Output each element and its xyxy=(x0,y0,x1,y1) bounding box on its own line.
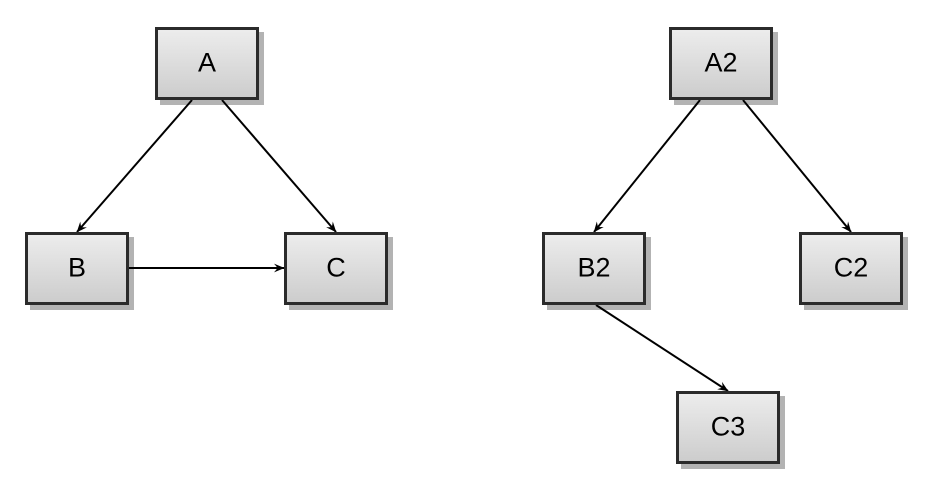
node-box-c3[interactable] xyxy=(676,391,780,464)
node-box-c[interactable] xyxy=(284,232,388,305)
edge-a-to-b[interactable] xyxy=(76,99,193,233)
edge-a2-to-c2[interactable] xyxy=(742,99,852,233)
edge-layer xyxy=(76,99,852,392)
node-layer xyxy=(25,27,903,464)
node-box-c2[interactable] xyxy=(799,232,903,305)
edge-a2-to-b2[interactable] xyxy=(593,99,701,233)
node-box-a[interactable] xyxy=(155,27,259,100)
edge-b2-to-c3[interactable] xyxy=(595,304,729,392)
edge-a-to-c[interactable] xyxy=(221,99,337,233)
node-box-b2[interactable] xyxy=(542,232,646,305)
node-box-a2[interactable] xyxy=(669,27,773,100)
node-box-b[interactable] xyxy=(25,232,129,305)
